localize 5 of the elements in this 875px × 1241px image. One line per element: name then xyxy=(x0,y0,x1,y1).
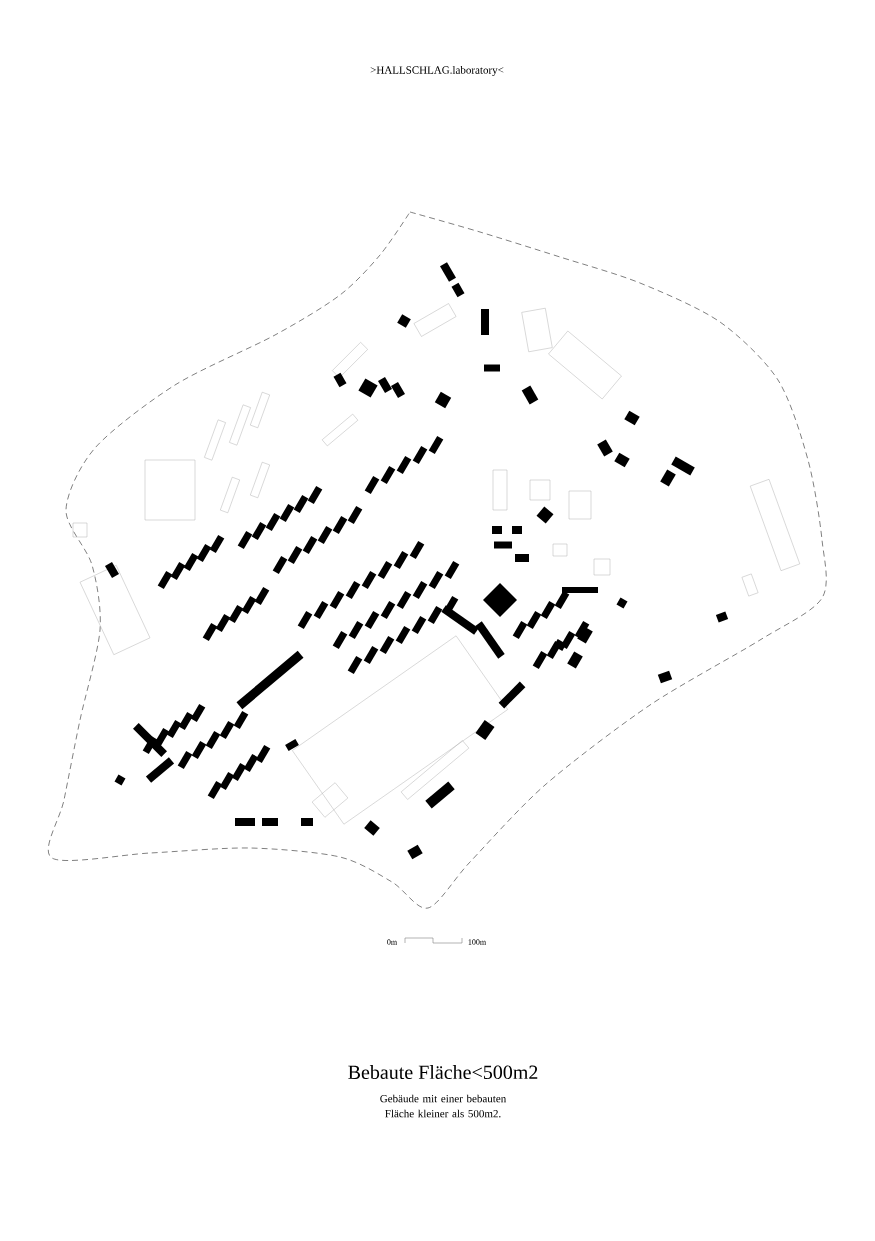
header-text: >HALLSCHLAG.laboratory< xyxy=(370,66,504,76)
heading: Bebaute Fläche<500m2 xyxy=(348,1064,538,1080)
scale-label: 0m xyxy=(387,939,397,945)
caption: Gebäude mit einer bebauten Fläche kleiner als 500m2. xyxy=(380,1094,507,1118)
scale-label: 100m xyxy=(468,939,486,945)
